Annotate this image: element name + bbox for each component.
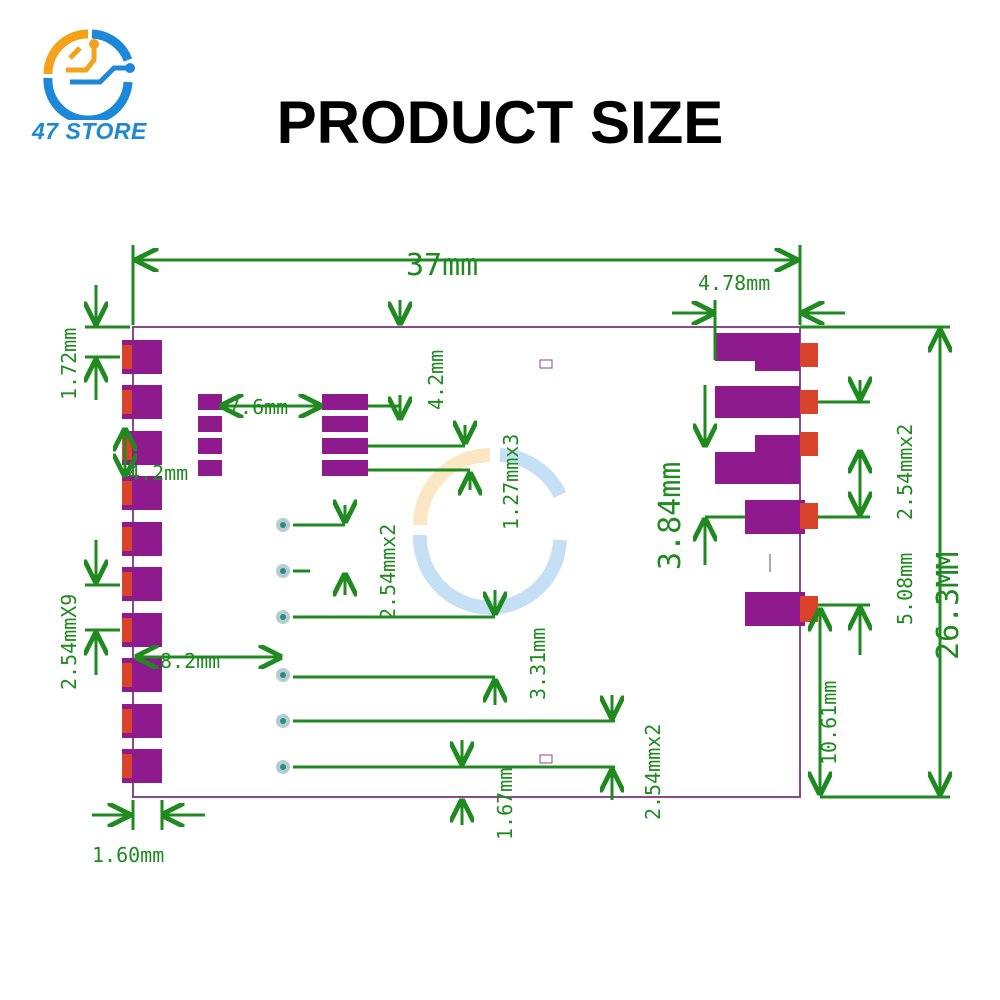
dim-pitch-127-label: 1.27mmx3 — [499, 434, 523, 530]
store-name: 47 STORE — [32, 118, 147, 144]
dim-small-width-label: 7.6mm — [228, 395, 288, 419]
smd-component — [539, 359, 553, 369]
dim-width-label: 37mm — [406, 248, 478, 283]
dim-height-label: 26.3MM — [931, 552, 966, 660]
logo-circuit-icon — [43, 29, 135, 120]
dim-left-height-label: 4.2mm — [128, 461, 188, 485]
mounting-holes — [276, 518, 290, 774]
dim-small-height-label: 4.2mm — [424, 350, 448, 410]
dim-header-pitch-label: 2.54mmX9 — [57, 594, 81, 690]
board-outline — [132, 326, 801, 798]
dim-offset-1061-label: 10.61mm — [817, 681, 841, 765]
dim-left-offset-label: 1.60mm — [92, 843, 164, 867]
dim-offset-82-label: 8.2mm — [160, 649, 220, 673]
left-header-pads — [122, 340, 162, 783]
page-title: PRODUCT SIZE — [276, 89, 724, 156]
smd-component — [539, 754, 553, 764]
dim-right-offset-label: 4.78mm — [698, 271, 770, 295]
dim-offset-508-label: 5.08mm — [893, 553, 917, 625]
dimension-lines — [85, 245, 950, 830]
right-side-pads — [715, 333, 818, 626]
dim-offset-167-label: 1.67mm — [493, 768, 517, 840]
dim-pitch-254-lower-label: 2.54mmx2 — [641, 724, 665, 820]
small-pad-group — [198, 394, 222, 476]
store-logo: 47 STORE — [30, 20, 150, 150]
dim-pitch-254-center-label: 2.54mmx2 — [376, 524, 400, 620]
dim-pitch-254-right-label: 2.54mmx2 — [893, 424, 917, 520]
watermark-logo-icon — [412, 448, 567, 615]
dim-top-left-label: 1.72mm — [57, 328, 81, 400]
dim-offset-384-label: 3.84mm — [653, 462, 688, 570]
mid-pad-group — [322, 394, 368, 476]
dim-offset-331-label: 3.31mm — [526, 628, 550, 700]
